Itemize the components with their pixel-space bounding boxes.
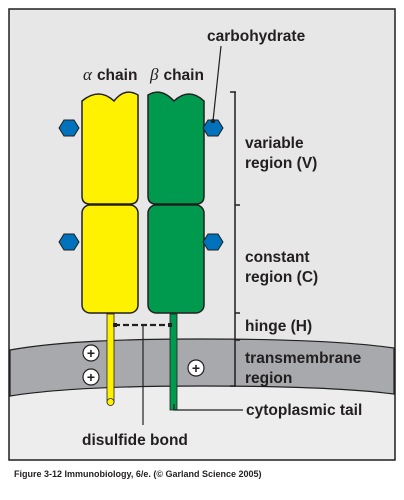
disulfide-bond-label: disulfide bond bbox=[82, 432, 188, 449]
transmembrane-region-label-line2: region bbox=[245, 370, 292, 387]
beta-constant-domain bbox=[147, 204, 205, 314]
alpha-chain-tail-end bbox=[106, 398, 115, 406]
cytoplasmic-tail-label: cytoplasmic tail bbox=[246, 402, 362, 419]
disulfide-bond-end-left bbox=[113, 323, 117, 327]
beta-chain-text: chain bbox=[163, 67, 203, 84]
carbohydrate-hexagon-beta-constant bbox=[202, 233, 224, 251]
alpha-variable-domain bbox=[81, 91, 139, 205]
plus-sign: + bbox=[192, 360, 200, 376]
transmembrane-region-label-line1: transmembrane bbox=[245, 350, 362, 367]
beta-variable-domain bbox=[147, 91, 205, 205]
alpha-chain-text: chain bbox=[97, 67, 137, 84]
carbohydrate-hexagon-beta-variable bbox=[202, 119, 224, 137]
plus-sign: + bbox=[87, 345, 95, 361]
carbohydrate-hexagon-alpha-variable bbox=[58, 119, 80, 137]
beta-chain-tail bbox=[169, 313, 178, 411]
variable-region-label-line2: region (V) bbox=[245, 155, 317, 172]
carbohydrate-pointer-dot bbox=[210, 118, 216, 124]
cytoplasmic-tail-pointer bbox=[173, 404, 243, 411]
carbohydrate-pointer bbox=[212, 45, 222, 122]
alpha-symbol: α bbox=[83, 65, 93, 84]
disulfide-bond-end-right bbox=[168, 323, 172, 327]
cytoplasm-region bbox=[10, 386, 394, 459]
plus-sign: + bbox=[87, 369, 95, 385]
alpha-constant-domain bbox=[81, 204, 139, 314]
hinge-label: hinge (H) bbox=[245, 318, 312, 335]
beta-symbol: β bbox=[149, 65, 159, 84]
carbohydrate-hexagon-alpha-constant bbox=[58, 233, 80, 251]
carbohydrate-label: carbohydrate bbox=[207, 28, 306, 45]
constant-region-label-line1: constant bbox=[245, 249, 310, 266]
positive-charge-2: + bbox=[82, 368, 100, 386]
constant-region-label-line2: region (C) bbox=[245, 269, 318, 286]
figure-caption: Figure 3-12 Immunobiology, 6/e. (© Garla… bbox=[14, 469, 262, 479]
positive-charge-3: + bbox=[187, 359, 205, 377]
alpha-chain-tail bbox=[106, 313, 115, 403]
variable-region-label-line1: variable bbox=[245, 135, 304, 152]
positive-charge-1: + bbox=[82, 344, 100, 362]
